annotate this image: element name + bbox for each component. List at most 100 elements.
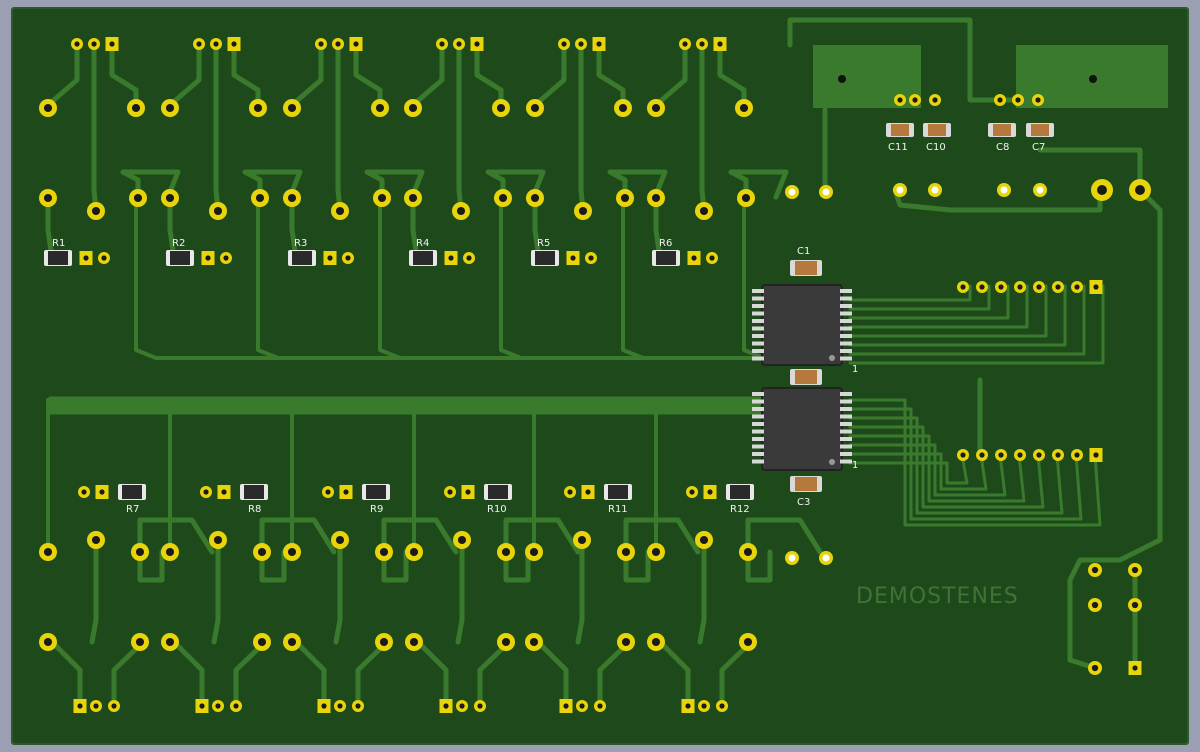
trace: [719, 642, 751, 708]
resistor-core: [413, 251, 433, 265]
drill-hole: [355, 703, 361, 709]
ic-pin: [752, 296, 764, 301]
ic-pin: [840, 422, 852, 426]
label-c8: C8: [996, 142, 1009, 153]
drill-hole: [699, 535, 709, 545]
drill-hole: [651, 193, 661, 203]
trace: [848, 407, 1083, 521]
drill-hole: [287, 193, 297, 203]
drill-hole: [1131, 566, 1139, 574]
drill-hole: [997, 97, 1003, 103]
resistor-core: [122, 485, 142, 499]
drill-hole: [689, 489, 695, 495]
drill-hole: [221, 489, 227, 495]
trace: [355, 642, 387, 708]
trace: [657, 639, 691, 708]
trace: [848, 284, 1067, 347]
via-hole: [1000, 186, 1008, 194]
drill-hole: [741, 193, 751, 203]
label-pin1-ic1: 1: [852, 364, 858, 375]
trace: [137, 549, 165, 583]
drill-hole: [111, 703, 117, 709]
drill-hole: [213, 206, 223, 216]
trace: [597, 642, 629, 708]
drill-hole: [709, 255, 715, 261]
ic-pin: [752, 341, 764, 346]
drill-hole: [165, 637, 175, 647]
drill-hole: [912, 97, 918, 103]
drill-hole: [563, 703, 569, 709]
resistor-core: [535, 251, 555, 265]
trace: [381, 549, 409, 583]
drill-hole: [1131, 601, 1139, 609]
drill-hole: [998, 284, 1004, 290]
trace: [697, 537, 707, 645]
drill-hole: [408, 103, 418, 113]
trace: [728, 169, 789, 200]
trace: [503, 549, 531, 583]
trace: [848, 284, 991, 311]
ic-pin: [752, 414, 764, 419]
trace: [1067, 187, 1163, 671]
drill-hole: [1093, 284, 1099, 290]
drill-hole: [287, 547, 297, 557]
drill-hole: [529, 637, 539, 647]
drill-hole: [701, 703, 707, 709]
drill-hole: [498, 193, 508, 203]
trace: [623, 549, 651, 583]
drill-hole: [1035, 97, 1041, 103]
drill-hole: [570, 255, 576, 261]
ic-pin: [752, 422, 764, 426]
trace: [607, 169, 668, 200]
drill-hole: [1132, 665, 1138, 671]
drill-hole: [932, 97, 938, 103]
drill-hole: [685, 703, 691, 709]
trace: [89, 537, 99, 645]
ic-pin: [752, 319, 764, 323]
drill-hole: [91, 41, 97, 47]
trace: [415, 639, 449, 708]
drill-hole: [345, 255, 351, 261]
trace: [456, 42, 464, 213]
ic-pin: [752, 334, 764, 338]
label-r11: R11: [608, 504, 628, 515]
trace: [477, 642, 509, 708]
drill-hole: [456, 41, 462, 47]
drill-hole: [456, 206, 466, 216]
capacitor-core: [993, 124, 1011, 136]
ic-pin: [752, 459, 764, 464]
label-r5: R5: [537, 238, 550, 249]
trace: [848, 284, 1010, 320]
trace: [455, 537, 465, 645]
drill-hole: [621, 547, 631, 557]
label-c10: C10: [926, 142, 946, 153]
drill-hole: [335, 41, 341, 47]
drill-hole: [93, 703, 99, 709]
trace: [381, 517, 459, 555]
drill-hole: [443, 703, 449, 709]
drill-hole: [353, 41, 359, 47]
trace: [485, 169, 546, 200]
trace: [535, 639, 569, 708]
drill-hole: [651, 547, 661, 557]
ic-pin: [752, 311, 764, 316]
trace: [289, 42, 324, 108]
ic-pin: [840, 399, 852, 404]
drill-hole: [335, 535, 345, 545]
drill-hole: [530, 103, 540, 113]
drill-hole: [91, 535, 101, 545]
trace: [848, 284, 1086, 356]
drill-hole: [739, 103, 749, 113]
ic-pin: [752, 407, 764, 411]
drill-hole: [233, 703, 239, 709]
via-hole: [931, 186, 939, 194]
capacitor-core: [891, 124, 909, 136]
resistor-core: [608, 485, 628, 499]
drill-hole: [465, 489, 471, 495]
drill-hole: [501, 547, 511, 557]
via-hole: [1036, 186, 1044, 194]
drill-hole: [223, 255, 229, 261]
drill-hole: [699, 206, 709, 216]
drill-hole: [135, 637, 145, 647]
trace: [848, 398, 1102, 527]
